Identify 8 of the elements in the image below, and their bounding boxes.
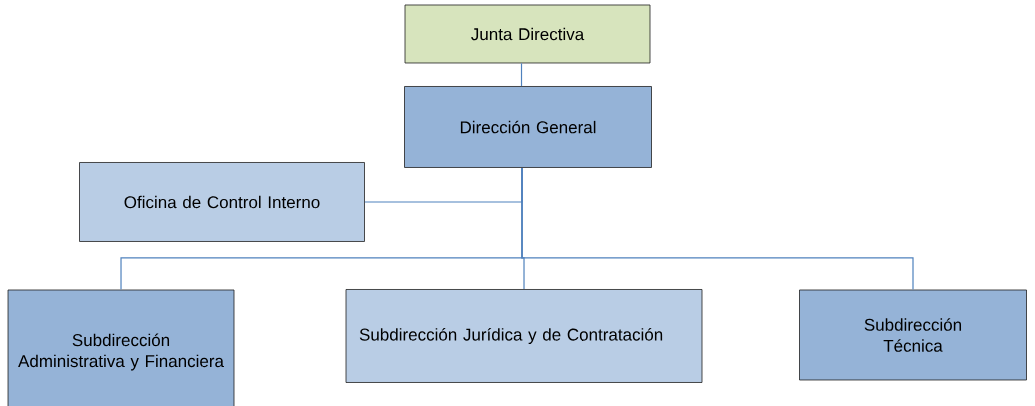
director-box: Dirección General	[404, 86, 652, 168]
board-box: Junta Directiva	[404, 4, 651, 64]
office-box: Oficina de Control Interno	[79, 162, 365, 242]
unit-box: Subdirección Jurídica y de Contratación	[345, 289, 703, 383]
unit-box: Subdirección Técnica	[799, 289, 1027, 381]
connector-line	[521, 167, 914, 291]
connector-line	[520, 62, 523, 87]
unit-box: Subdirección Administrativa y Financiera	[7, 289, 235, 406]
